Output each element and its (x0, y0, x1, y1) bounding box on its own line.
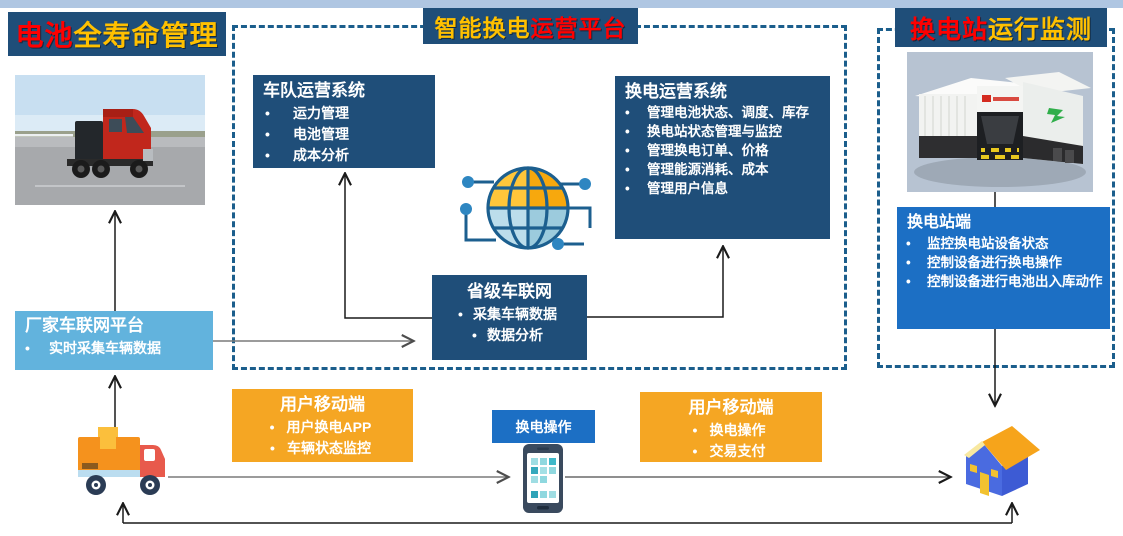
station-side-box: 换电站端 监控换电站设备状态 控制设备进行换电操作 控制设备进行电池出入库动作 (897, 207, 1110, 329)
globe-network-icon (460, 166, 592, 250)
header-text: 电池 (15, 20, 74, 51)
bullet-item: 采集车辆数据 (432, 304, 587, 325)
house-icon (964, 426, 1040, 496)
swap-operation-label: 换电操作 (492, 410, 595, 443)
box-title: 车队运营系统 (263, 81, 365, 100)
bullet-item: 管理换电订单、价格 (615, 141, 830, 160)
header-text: 全寿命管理 (73, 20, 219, 51)
bullet-item: 控制设备进行电池出入库动作 (897, 272, 1110, 291)
battery-swap-station-render (907, 52, 1093, 192)
smartphone-icon (523, 444, 563, 513)
bullet-list: 实时采集车辆数据 (15, 338, 213, 359)
bullet-item: 数据分析 (432, 325, 587, 346)
bullet-item: 控制设备进行换电操作 (897, 253, 1110, 272)
box-title: 用户移动端 (280, 395, 365, 414)
swap-operation-system-box: 换电运营系统 管理电池状态、调度、库存 换电站状态管理与监控 管理换电订单、价格… (615, 76, 830, 239)
box-title: 换电站端 (907, 214, 972, 231)
bullet-list: 换电操作 交易支付 (640, 420, 822, 462)
bullet-item: 成本分析 (253, 145, 435, 166)
user-mobile-right-box: 用户移动端 换电操作 交易支付 (640, 392, 822, 462)
bullet-item: 监控换电站设备状态 (897, 234, 1110, 253)
header-text: 换电站 (909, 15, 988, 44)
provincial-iov-box: 省级车联网 采集车辆数据 数据分析 (432, 275, 587, 360)
bullet-list: 管理电池状态、调度、库存 换电站状态管理与监控 管理换电订单、价格 管理能源消耗… (615, 103, 830, 198)
header-text: 运行监测 (988, 15, 1093, 44)
bullet-item: 交易支付 (640, 441, 822, 462)
box-title: 用户移动端 (688, 398, 774, 417)
red-truck-photo (15, 75, 205, 205)
bullet-item: 电池管理 (253, 124, 435, 145)
truck-body (67, 109, 153, 178)
bullet-item: 换电操作 (640, 420, 822, 441)
user-mobile-left-box: 用户移动端 用户换电APP 车辆状态监控 (232, 389, 413, 462)
box-title: 厂家车联网平台 (25, 316, 144, 335)
bullet-item: 换电站状态管理与监控 (615, 122, 830, 141)
top-strip (0, 0, 1123, 8)
header-station-monitoring: 换电站运行监测 (895, 8, 1107, 47)
box-title: 省级车联网 (467, 282, 552, 301)
header-text: 运营平台 (530, 15, 627, 41)
bullet-item: 用户换电APP (232, 417, 413, 438)
bullet-item: 实时采集车辆数据 (15, 338, 213, 359)
bullet-list: 采集车辆数据 数据分析 (432, 304, 587, 346)
bullet-list: 监控换电站设备状态 控制设备进行换电操作 控制设备进行电池出入库动作 (897, 234, 1110, 291)
box-title: 换电运营系统 (625, 82, 727, 101)
bullet-list: 运力管理 电池管理 成本分析 (253, 103, 435, 166)
bullet-item: 管理电池状态、调度、库存 (615, 103, 830, 122)
bullet-item: 管理用户信息 (615, 179, 830, 198)
header-text: 智能换电 (434, 15, 531, 41)
bullet-list: 用户换电APP 车辆状态监控 (232, 417, 413, 459)
bullet-item: 车辆状态监控 (232, 438, 413, 459)
label-text: 换电操作 (515, 418, 572, 435)
header-battery-lifecycle: 电池全寿命管理 (8, 12, 226, 56)
header-smart-swap-platform: 智能换电运营平台 (423, 8, 638, 44)
bullet-item: 运力管理 (253, 103, 435, 124)
oem-iov-platform-box: 厂家车联网平台 实时采集车辆数据 (15, 311, 213, 370)
fleet-operation-system-box: 车队运营系统 运力管理 电池管理 成本分析 (253, 75, 435, 168)
delivery-truck-icon (78, 427, 165, 495)
bullet-item: 管理能源消耗、成本 (615, 160, 830, 179)
